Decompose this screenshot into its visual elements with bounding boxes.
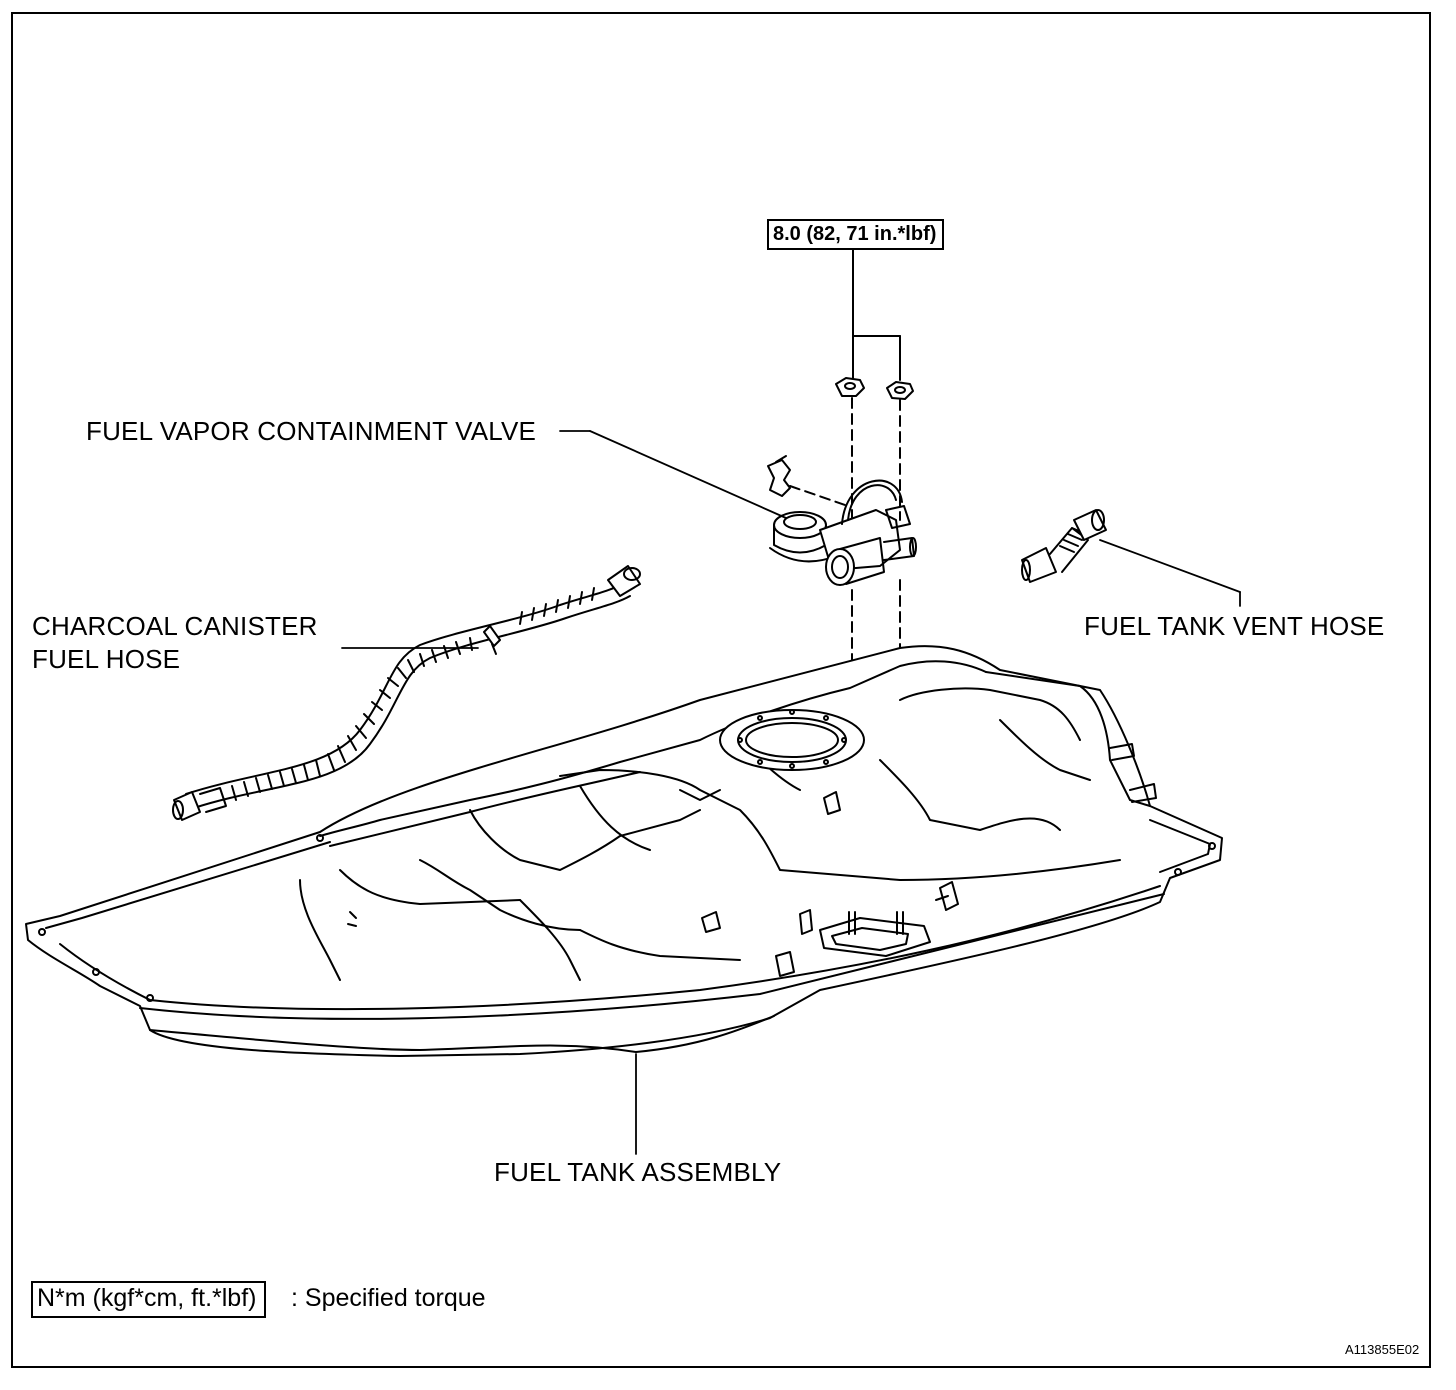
fuel-vapor-containment-valve-label: FUEL VAPOR CONTAINMENT VALVE <box>86 416 537 446</box>
fuel-tank-assembly <box>25 645 1223 1057</box>
legend-unit-box: N*m (kgf*cm, ft.*lbf) <box>31 1281 267 1318</box>
diagram-frame <box>11 12 1431 1368</box>
fuel-vapor-containment-valve <box>767 455 917 586</box>
charcoal-canister-hose-label-line1: CHARCOAL CANISTER <box>32 611 318 641</box>
leader-lines <box>341 430 1241 1155</box>
charcoal-canister-fuel-hose <box>172 565 641 821</box>
fuel-tank-vent-hose <box>1021 509 1107 583</box>
charcoal-canister-hose-label-line2: FUEL HOSE <box>32 644 181 674</box>
torque-value-label: 8.0 (82, 71 in.*lbf) <box>767 219 945 250</box>
fuel-tank-vent-hose-label: FUEL TANK VENT HOSE <box>1084 611 1385 641</box>
torque-callout-lines <box>852 247 901 381</box>
legend-description: : Specified torque <box>291 1284 486 1312</box>
nut-right <box>886 381 914 400</box>
figure-id: A113855E02 <box>1345 1342 1420 1357</box>
fuel-tank-assembly-label: FUEL TANK ASSEMBLY <box>494 1157 782 1187</box>
nut-left <box>835 377 865 397</box>
